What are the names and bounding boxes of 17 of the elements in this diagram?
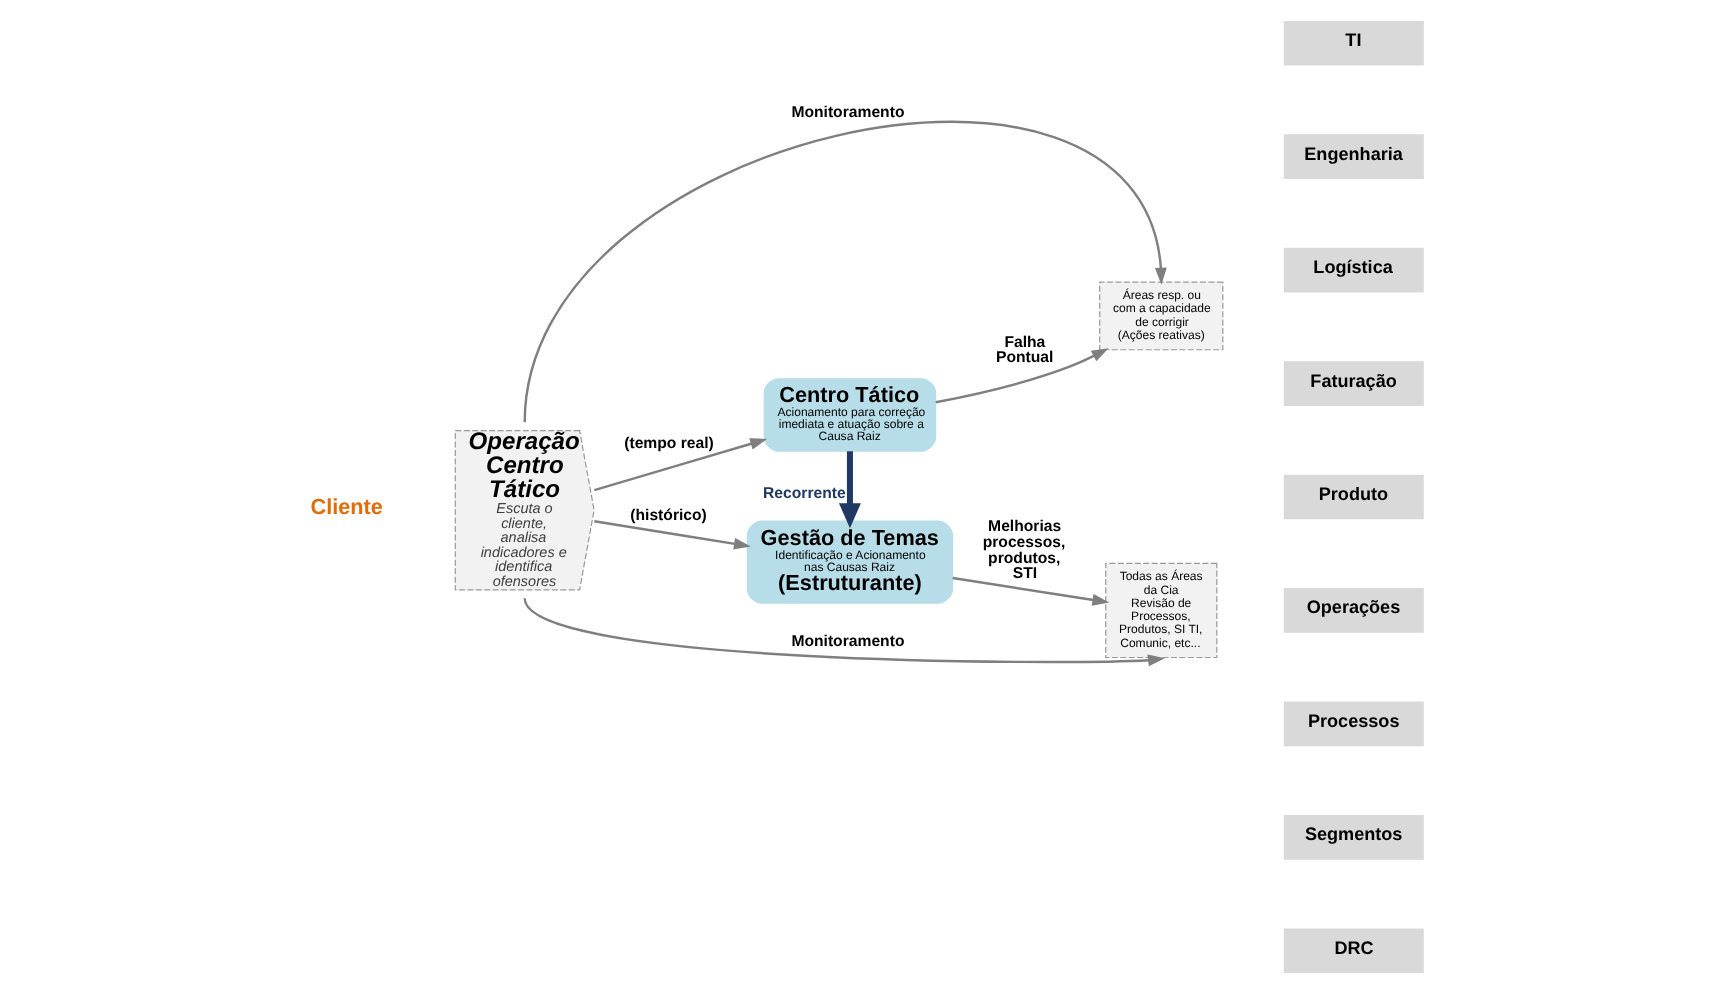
arrow	[951, 576, 1109, 606]
arrow	[934, 348, 1108, 404]
node-box: Logística	[1282, 247, 1423, 293]
arrow	[593, 438, 767, 492]
node-box: Processos	[1282, 701, 1423, 747]
node-box: TI	[1282, 20, 1423, 66]
arrow	[522, 597, 1164, 667]
arrow	[522, 122, 1166, 423]
node-box: Operações	[1282, 588, 1423, 633]
node-box: Engenharia	[1282, 134, 1423, 179]
node-box: Segmentos	[1282, 815, 1423, 860]
arrow	[593, 520, 750, 550]
arrow	[838, 451, 860, 529]
label: Cliente	[309, 496, 382, 521]
node-box: Faturação	[1282, 361, 1423, 406]
node-box: DRC	[1282, 928, 1423, 974]
node-box: Produto	[1282, 474, 1423, 520]
